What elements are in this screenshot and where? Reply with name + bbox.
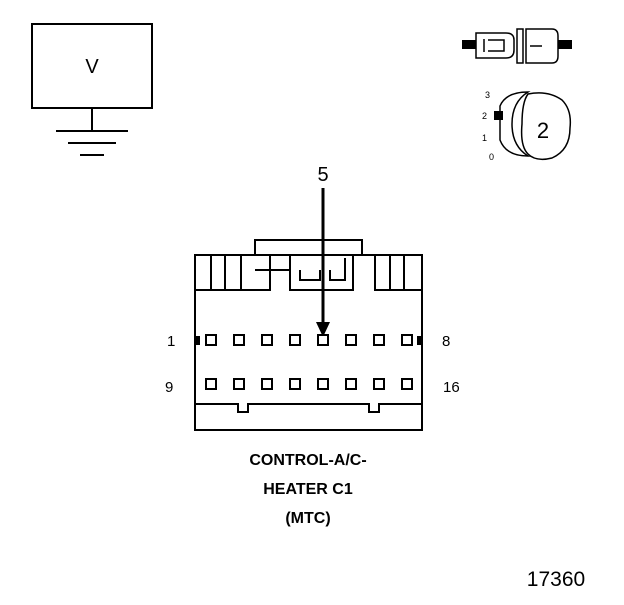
- voltmeter-label: V: [85, 56, 99, 78]
- pin-label-9: 9: [165, 379, 173, 396]
- connector-caption-line-3: (MTC): [285, 510, 330, 527]
- pin-cavity-11: [261, 378, 273, 390]
- pin-cavity-10: [233, 378, 245, 390]
- lead-plug-tip: [488, 39, 505, 52]
- figure-number: 17360: [527, 568, 585, 591]
- pin-cavity-15: [373, 378, 385, 390]
- probe-pin-label: 5: [317, 164, 328, 186]
- connector-caption-line-2: HEATER C1: [263, 481, 353, 498]
- lead-wire-right: [558, 40, 572, 49]
- pin-cavity-16: [401, 378, 413, 390]
- pin-cavity-13: [317, 378, 329, 390]
- connector-body: [194, 239, 423, 431]
- latch-notch-right: [329, 258, 346, 281]
- side-tab-left: [196, 336, 200, 345]
- latch-inner-profile: [255, 255, 354, 291]
- key-position-callout: 2: [537, 118, 549, 143]
- pin-cavity-12: [289, 378, 301, 390]
- pin-cavity-14: [345, 378, 357, 390]
- key-head: [520, 92, 572, 161]
- key-indicator-mark: [494, 111, 503, 120]
- key-position-1: 1: [482, 133, 487, 143]
- voltmeter-symbol: [31, 23, 153, 156]
- pin-cavity-7: [373, 334, 385, 346]
- connector-outline: [194, 254, 423, 431]
- latch-notch-left: [299, 270, 321, 281]
- pin-cavity-6: [345, 334, 357, 346]
- ignition-key-icon: [494, 91, 572, 161]
- pin-cavity-3: [261, 334, 273, 346]
- key-cylinder: [499, 91, 531, 157]
- pin-cavity-4: [289, 334, 301, 346]
- probe-arrow-head: [316, 322, 330, 337]
- key-position-3: 3: [485, 90, 490, 100]
- pin-cavity-5: [317, 334, 329, 346]
- lead-ring: [516, 28, 524, 64]
- side-tab-right: [417, 336, 421, 345]
- pin-label-8: 8: [442, 333, 450, 350]
- latch-right-step: [374, 255, 422, 291]
- key-position-2: 2: [482, 111, 487, 121]
- keyway-strip: [195, 403, 422, 413]
- pin-label-1: 1: [167, 333, 175, 350]
- key-position-0: 0: [489, 152, 494, 162]
- pin-label-16: 16: [443, 379, 460, 396]
- connector-caption-line-1: CONTROL-A/C-: [249, 452, 366, 469]
- latch-top-hood: [254, 239, 363, 255]
- pin-cavities: [205, 334, 413, 390]
- lead-wire-left: [462, 40, 476, 49]
- pin-cavity-1: [205, 334, 217, 346]
- latch-left-step: [195, 255, 271, 291]
- pin-cavity-9: [205, 378, 217, 390]
- pin-cavity-2: [233, 334, 245, 346]
- test-lead-icon: [462, 28, 572, 64]
- pin-cavity-8: [401, 334, 413, 346]
